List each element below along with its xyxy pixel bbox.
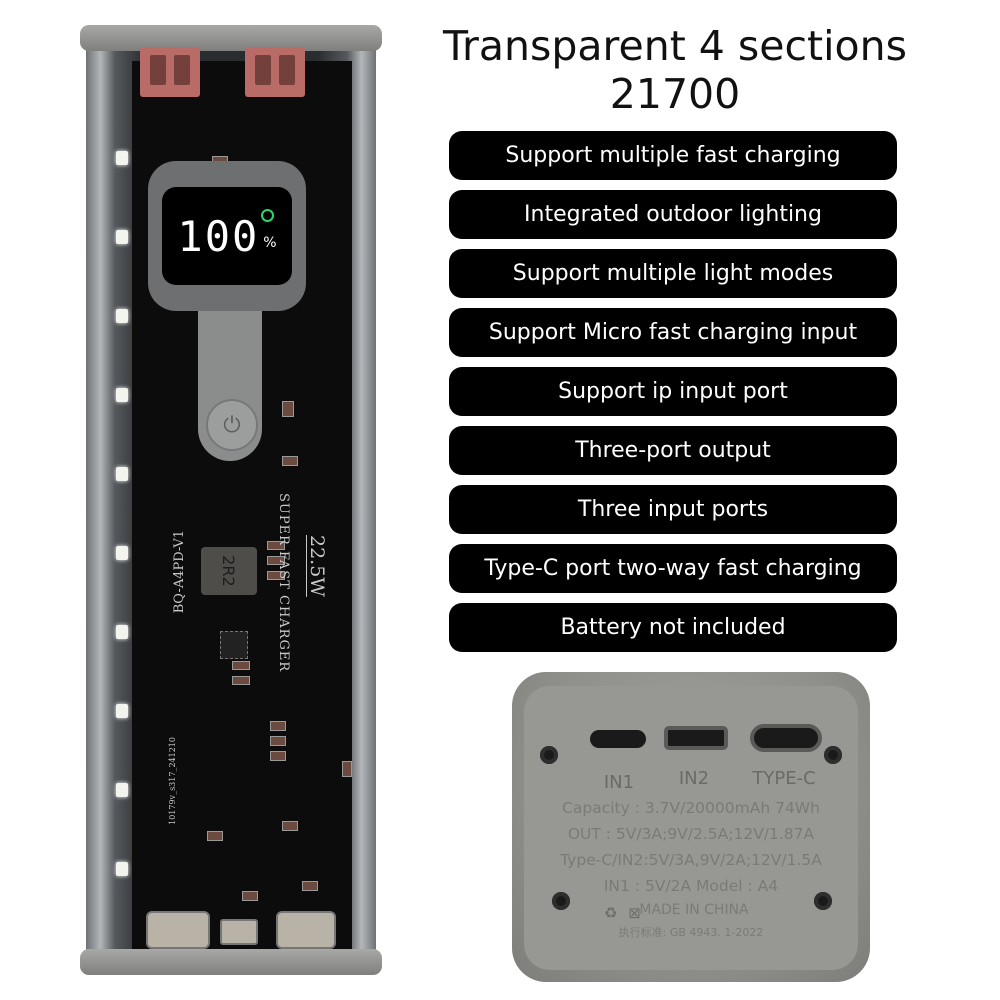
feature-pill: Battery not included <box>449 603 897 652</box>
product-title: Transparent 4 sections 21700 <box>420 22 930 118</box>
crossed-bin-icon: ⊠ <box>628 904 641 922</box>
button-slider: ⏻ <box>198 311 262 461</box>
usb-a-port <box>140 47 200 97</box>
title-line-2: 21700 <box>609 70 741 118</box>
lightning-port <box>590 730 646 748</box>
feature-pill: Support ip input port <box>449 367 897 416</box>
feature-pill: Support multiple fast charging <box>449 131 897 180</box>
port-label-in1: IN1 <box>603 772 635 793</box>
end-cap-face: IN1 IN2 TYPE-C Capacity : 3.7V/20000mAh … <box>524 686 858 970</box>
screw-icon <box>540 746 558 764</box>
micro-usb-port <box>664 726 728 750</box>
top-cap <box>80 25 382 51</box>
screw-icon <box>814 892 832 910</box>
compliance-icons: ♻ ⊠ <box>604 904 641 922</box>
port-label-type-c: TYPE-C <box>752 768 816 789</box>
feature-list: Support multiple fast charging Integrate… <box>449 131 897 662</box>
usb-c-port <box>750 724 822 752</box>
standard-label: 执行标准: GB 4943. 1-2022 <box>618 926 764 939</box>
battery-display: 100 % <box>162 187 292 285</box>
spec-capacity: Capacity : 3.7V/20000mAh 74Wh <box>562 799 820 817</box>
inductor-label: 2R2 <box>219 555 239 587</box>
spec-output: OUT : 5V/3A;9V/2.5A;12V/1.87A <box>567 825 815 843</box>
feature-pill: Three-port output <box>449 426 897 475</box>
bottom-cap <box>80 949 382 975</box>
charger-text: SUPER FAST CHARGER <box>276 493 291 673</box>
led-strip-left <box>116 151 130 941</box>
percent-sign: % <box>263 235 277 251</box>
charging-indicator-icon <box>261 209 274 222</box>
power-bank-photo: 100 % ⏻ 22.5W SUPER FAST CHARGER BQ-A4PD… <box>80 25 382 975</box>
recycle-icon: ♻ <box>604 904 618 922</box>
controller-chip <box>220 631 248 659</box>
display-housing: 100 % <box>148 161 306 311</box>
made-in-label: MADE IN CHINA <box>639 902 749 918</box>
screw-icon <box>552 892 570 910</box>
usb-c-port <box>276 911 336 949</box>
power-button: ⏻ <box>206 399 258 451</box>
feature-pill: Three input ports <box>449 485 897 534</box>
board-model-text: BQ-A4PD-V1 <box>172 530 187 614</box>
power-icon: ⏻ <box>223 412 241 438</box>
inductor: 2R2 <box>201 547 257 595</box>
usb-a-port <box>245 47 305 97</box>
end-cap-photo: IN1 IN2 TYPE-C Capacity : 3.7V/20000mAh … <box>512 672 870 982</box>
feature-pill: Support Micro fast charging input <box>449 308 897 357</box>
feature-pill: Integrated outdoor lighting <box>449 190 897 239</box>
title-line-1: Transparent 4 sections <box>443 22 907 70</box>
power-rating-text: 22.5W <box>306 535 328 597</box>
feature-pill: Support multiple light modes <box>449 249 897 298</box>
spec-type-c-input: Type-C/IN2:5V/3A,9V/2A;12V/1.5A <box>560 851 822 869</box>
battery-percentage: 100 <box>177 211 260 261</box>
spec-in1-model: IN1 : 5V/2A Model : A4 <box>603 877 779 895</box>
feature-pill: Type-C port two-way fast charging <box>449 544 897 593</box>
board-fine-print: 10179v_s317_241210 <box>168 737 177 825</box>
port-label-in2: IN2 <box>678 768 710 789</box>
usb-c-port <box>146 911 210 949</box>
micro-usb-port <box>220 919 258 945</box>
screw-icon <box>824 746 842 764</box>
